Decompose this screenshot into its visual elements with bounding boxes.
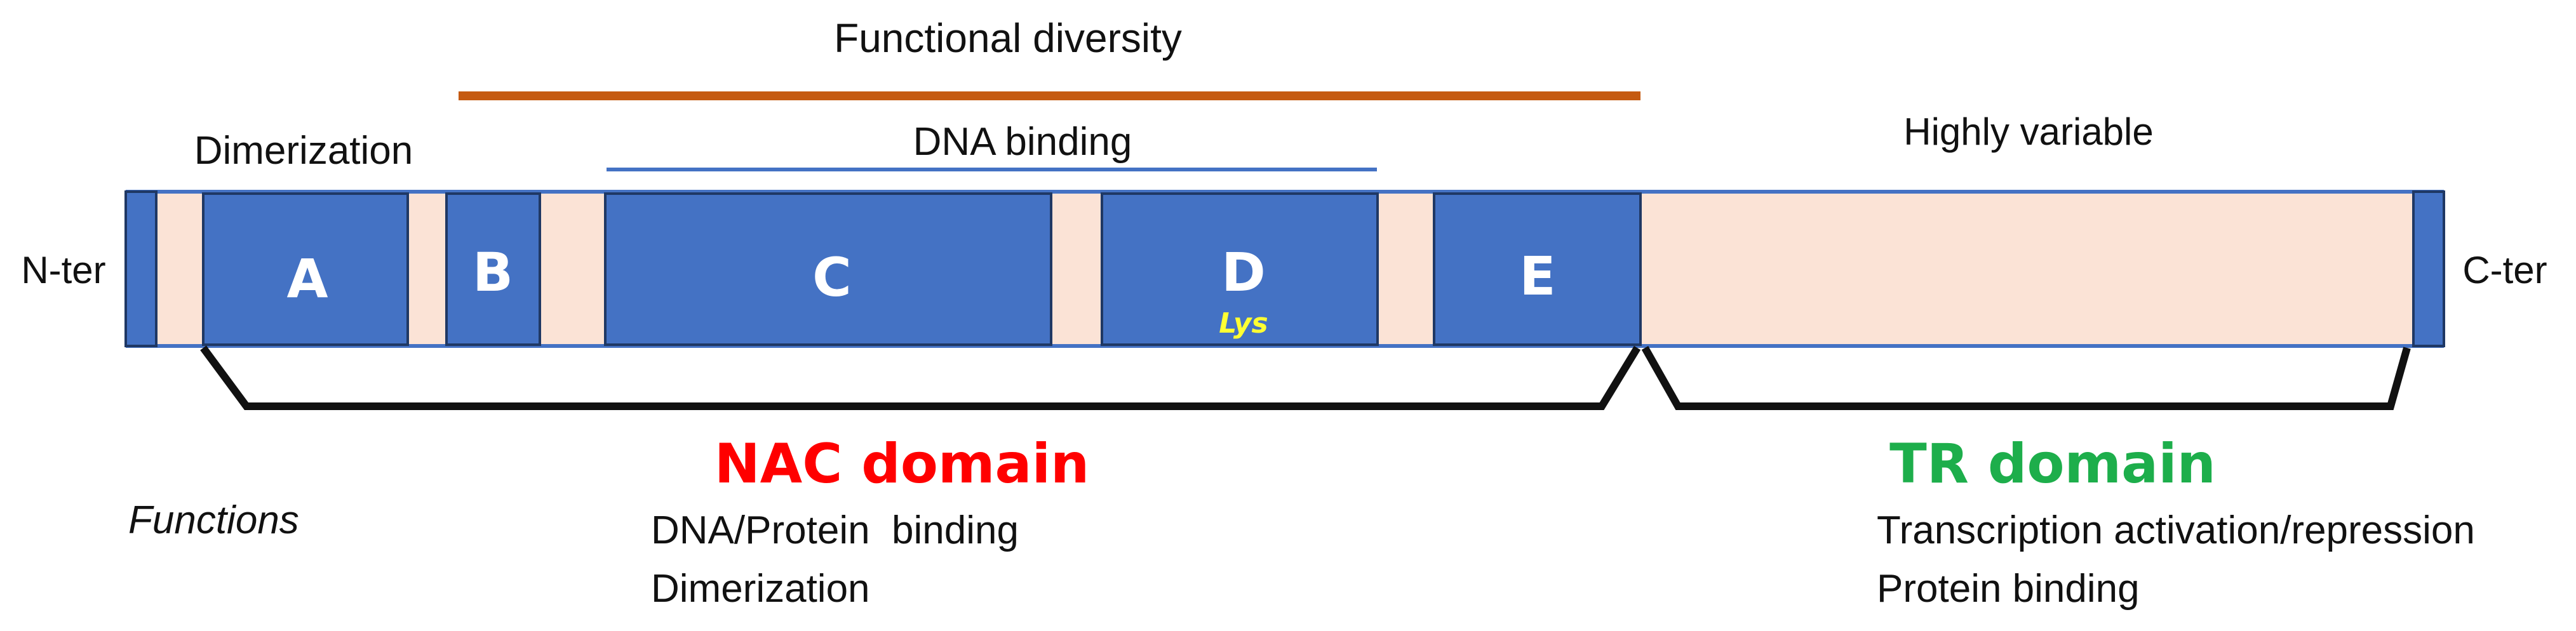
lys-label: Lys [1219,307,1268,340]
segment-d-label: D [1221,241,1266,303]
segment-a [202,192,409,346]
segment-e-label: E [1519,245,1555,307]
c-terminal-cap [2412,190,2445,347]
highly-variable-label: Highly variable [1903,110,2154,153]
segment-d [1101,192,1379,346]
n-ter-label: N-ter [21,249,105,291]
n-terminal-cap [124,190,158,347]
nac-domain-bracket [200,345,1641,410]
tr-domain-title: TR domain [1889,432,2216,496]
c-ter-label: C-ter [2462,249,2547,291]
segment-c [604,192,1052,346]
tr-domain-bracket [1641,346,2411,410]
tr-function-2: Protein binding [1877,567,2140,611]
segment-c-label: C [812,246,852,309]
dna-binding-label: DNA binding [913,120,1132,164]
segment-a-label: A [286,248,328,310]
dimerization-label: Dimerization [194,129,413,173]
tr-function-1: Transcription activation/repression [1877,508,2475,552]
segment-e [1433,192,1642,346]
nac-domain-title: NAC domain [714,432,1090,496]
segment-b-label: B [473,241,513,303]
nac-function-2: Dimerization [651,567,870,611]
segment-b [445,192,541,346]
functions-label: Functions [128,498,299,542]
nac-function-1: DNA/Protein binding [651,508,1019,552]
functional-diversity-label: Functional diversity [834,15,1182,61]
